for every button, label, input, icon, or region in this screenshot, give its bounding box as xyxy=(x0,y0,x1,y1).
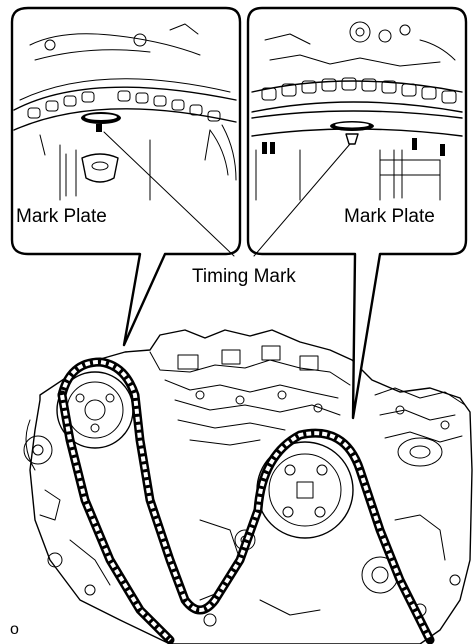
right-callout xyxy=(246,6,468,420)
timing-mark-leader-right xyxy=(253,143,351,257)
right-mark-plate-label: Mark Plate xyxy=(344,206,435,227)
timing-mark-label: Timing Mark xyxy=(192,266,296,287)
left-chain-links xyxy=(27,90,221,122)
left-callout xyxy=(10,6,242,347)
engine-assembly xyxy=(23,329,473,644)
timing-chain xyxy=(57,357,435,644)
right-chain-links-top xyxy=(261,77,457,104)
left-mark-plate-label: Mark Plate xyxy=(16,206,107,227)
timing-mark-leader-left xyxy=(103,131,235,257)
right-camshaft-sprocket xyxy=(256,441,354,539)
corner-code: o xyxy=(10,621,19,638)
